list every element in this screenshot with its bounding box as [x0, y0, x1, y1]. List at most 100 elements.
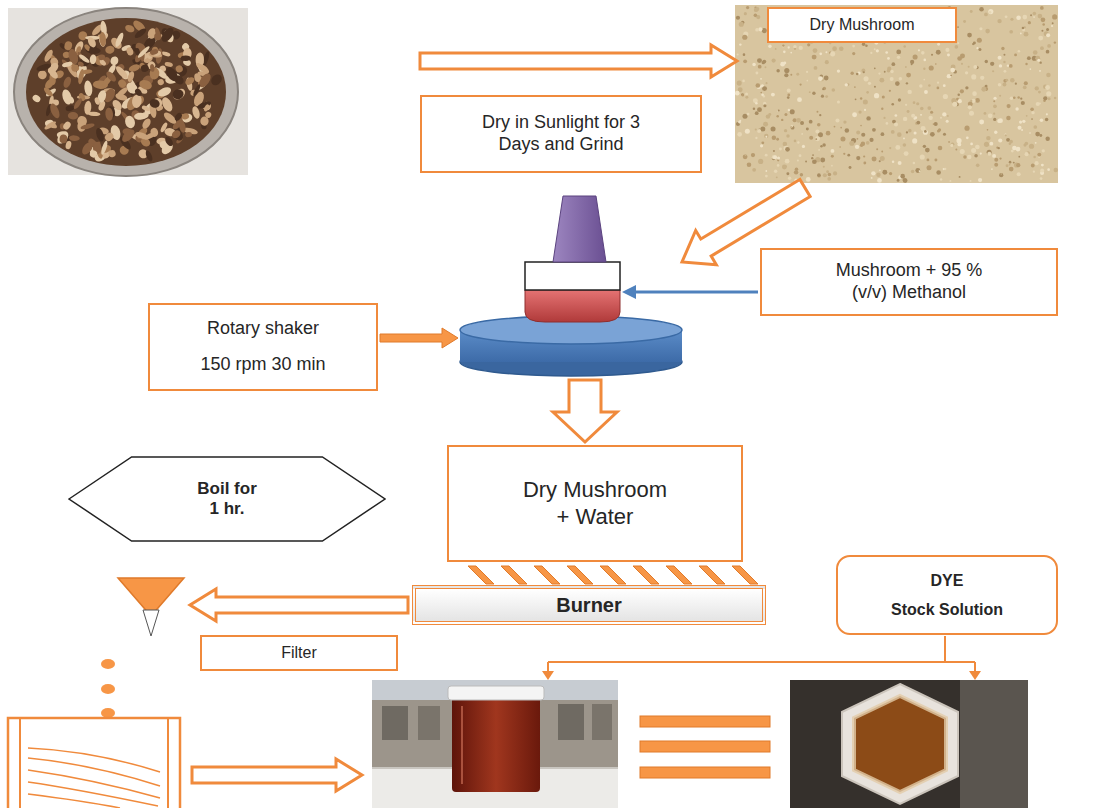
powder-texture — [752, 168, 756, 172]
powder-texture — [1010, 96, 1014, 100]
powder-texture — [817, 123, 821, 127]
powder-texture — [1031, 118, 1033, 120]
powder-texture — [946, 120, 949, 123]
powder-texture — [1033, 125, 1037, 129]
powder-texture — [919, 84, 922, 87]
powder-texture — [924, 90, 928, 94]
powder-texture — [1004, 70, 1007, 73]
powder-texture — [797, 160, 799, 162]
powder-texture — [824, 76, 829, 81]
mushroom-pieces — [144, 150, 153, 163]
powder-texture — [1007, 64, 1009, 66]
powder-texture — [840, 136, 845, 141]
powder-texture — [1047, 97, 1050, 100]
mushroom-bowl-photo — [8, 8, 248, 175]
powder-texture — [1047, 168, 1050, 171]
powder-texture — [856, 73, 859, 76]
powder-texture — [1043, 96, 1047, 100]
powder-texture — [1026, 115, 1028, 117]
flow-arrow — [190, 589, 408, 621]
powder-texture — [897, 56, 900, 59]
filter-column — [28, 794, 120, 808]
powder-texture — [950, 144, 953, 147]
powder-texture — [843, 120, 846, 123]
powder-texture — [903, 117, 907, 121]
node-text: Rotary shaker — [207, 318, 319, 340]
powder-texture — [1039, 70, 1041, 72]
powder-texture — [897, 179, 900, 182]
dye-plate-photo — [960, 680, 1028, 808]
powder-texture — [899, 77, 902, 80]
powder-texture — [876, 148, 878, 150]
powder-texture — [739, 43, 741, 45]
mushroom-pieces — [120, 127, 137, 144]
powder-texture — [930, 111, 933, 114]
rotary-shaker-drawing — [460, 196, 682, 376]
text-group: Burner — [556, 593, 622, 617]
powder-texture — [1009, 140, 1013, 144]
powder-texture — [756, 83, 761, 88]
powder-texture — [845, 128, 849, 132]
powder-texture — [747, 113, 750, 116]
mushroom-pieces — [89, 149, 99, 159]
mushroom-pieces — [43, 48, 55, 62]
powder-texture — [913, 101, 916, 104]
burner-flames — [732, 566, 758, 584]
powder-texture — [1003, 54, 1005, 56]
powder-texture — [868, 82, 871, 85]
powder-texture — [1023, 85, 1027, 89]
mushroom-pieces — [181, 112, 190, 120]
powder-texture — [937, 43, 940, 46]
powder-texture — [987, 150, 992, 155]
powder-texture — [757, 107, 762, 112]
mushroom-pieces — [67, 96, 74, 105]
dye-glass-photo — [452, 694, 540, 792]
mushroom-pieces — [44, 119, 58, 130]
bracket-line — [547, 662, 549, 672]
powder-texture — [910, 60, 914, 64]
equals-bars — [640, 741, 770, 752]
mushroom-pieces — [181, 55, 191, 61]
powder-texture — [985, 85, 988, 88]
powder-texture — [940, 178, 942, 180]
mushroom-pieces — [89, 54, 97, 64]
powder-texture — [866, 141, 870, 145]
powder-texture — [898, 98, 901, 101]
mushroom-pieces — [94, 97, 101, 106]
powder-texture — [1046, 50, 1050, 54]
powder-texture — [825, 51, 827, 53]
powder-texture — [837, 69, 840, 72]
mushroom-pieces — [134, 87, 143, 97]
mushroom-pieces — [159, 26, 176, 44]
dry-mushroom-photo — [735, 5, 1058, 183]
powder-texture — [735, 91, 740, 96]
burner-flames — [600, 566, 626, 584]
powder-texture — [800, 173, 803, 176]
mushroom-pieces — [156, 85, 172, 98]
powder-texture — [800, 121, 804, 125]
funnel-drawing — [101, 684, 115, 694]
powder-texture — [1029, 132, 1031, 134]
powder-texture — [763, 122, 768, 127]
powder-texture — [1028, 21, 1031, 24]
powder-texture — [963, 155, 966, 158]
powder-texture — [993, 100, 995, 102]
powder-texture — [906, 73, 911, 78]
powder-texture — [891, 103, 894, 106]
burner-flames — [567, 566, 593, 584]
powder-texture — [757, 129, 761, 133]
powder-texture — [1030, 107, 1034, 111]
powder-texture — [760, 92, 762, 94]
powder-texture — [1035, 161, 1039, 165]
powder-texture — [979, 27, 982, 30]
burner-flames — [699, 566, 725, 584]
mushroom-pieces — [43, 120, 57, 131]
reagent-box: Mushroom + 95 % (v/v) Methanol — [760, 248, 1058, 316]
powder-texture — [938, 128, 941, 131]
powder-texture — [923, 68, 925, 70]
powder-texture — [856, 138, 858, 140]
powder-texture — [988, 9, 993, 14]
powder-texture — [993, 118, 996, 121]
powder-texture — [746, 6, 749, 9]
